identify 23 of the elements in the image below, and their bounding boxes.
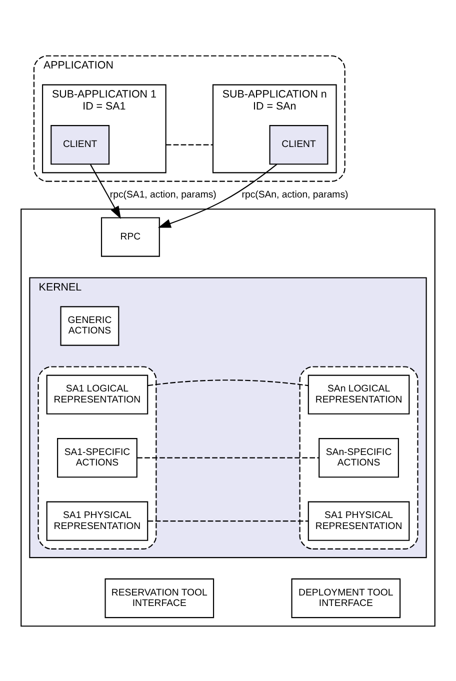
connector <box>166 144 213 145</box>
cluster <box>299 366 418 549</box>
node-box: CLIENT <box>269 124 328 164</box>
node-box: SA1 LOGICAL REPRESENTATION <box>46 374 148 414</box>
node-box: SA1 PHYSICAL REPRESENTATION <box>46 500 148 540</box>
node-box: GENERIC ACTIONS <box>60 306 120 346</box>
connector <box>148 520 308 522</box>
node-box: SA1 PHYSICAL REPRESENTATION <box>308 500 410 540</box>
cluster <box>38 366 157 549</box>
connector <box>148 379 308 386</box>
node-box: SAn LOGICAL REPRESENTATION <box>308 374 410 414</box>
arrow <box>158 163 278 228</box>
connector <box>137 456 319 458</box>
cluster <box>20 208 436 626</box>
arrow <box>90 164 121 219</box>
node-box: DEPLOYMENT TOOL INTERFACE <box>291 578 401 618</box>
edge-label: rpc(SAn, action, params) <box>242 189 348 200</box>
edge-label: rpc(SA1, action, params) <box>110 189 216 200</box>
node-box: RPC <box>100 216 160 256</box>
node-box: RESERVATION TOOL INTERFACE <box>104 578 214 618</box>
node-box: CLIENT <box>50 124 110 164</box>
node-box: SAn-SPECIFIC ACTIONS <box>318 438 399 478</box>
node-box: SA1-SPECIFIC ACTIONS <box>57 438 138 478</box>
